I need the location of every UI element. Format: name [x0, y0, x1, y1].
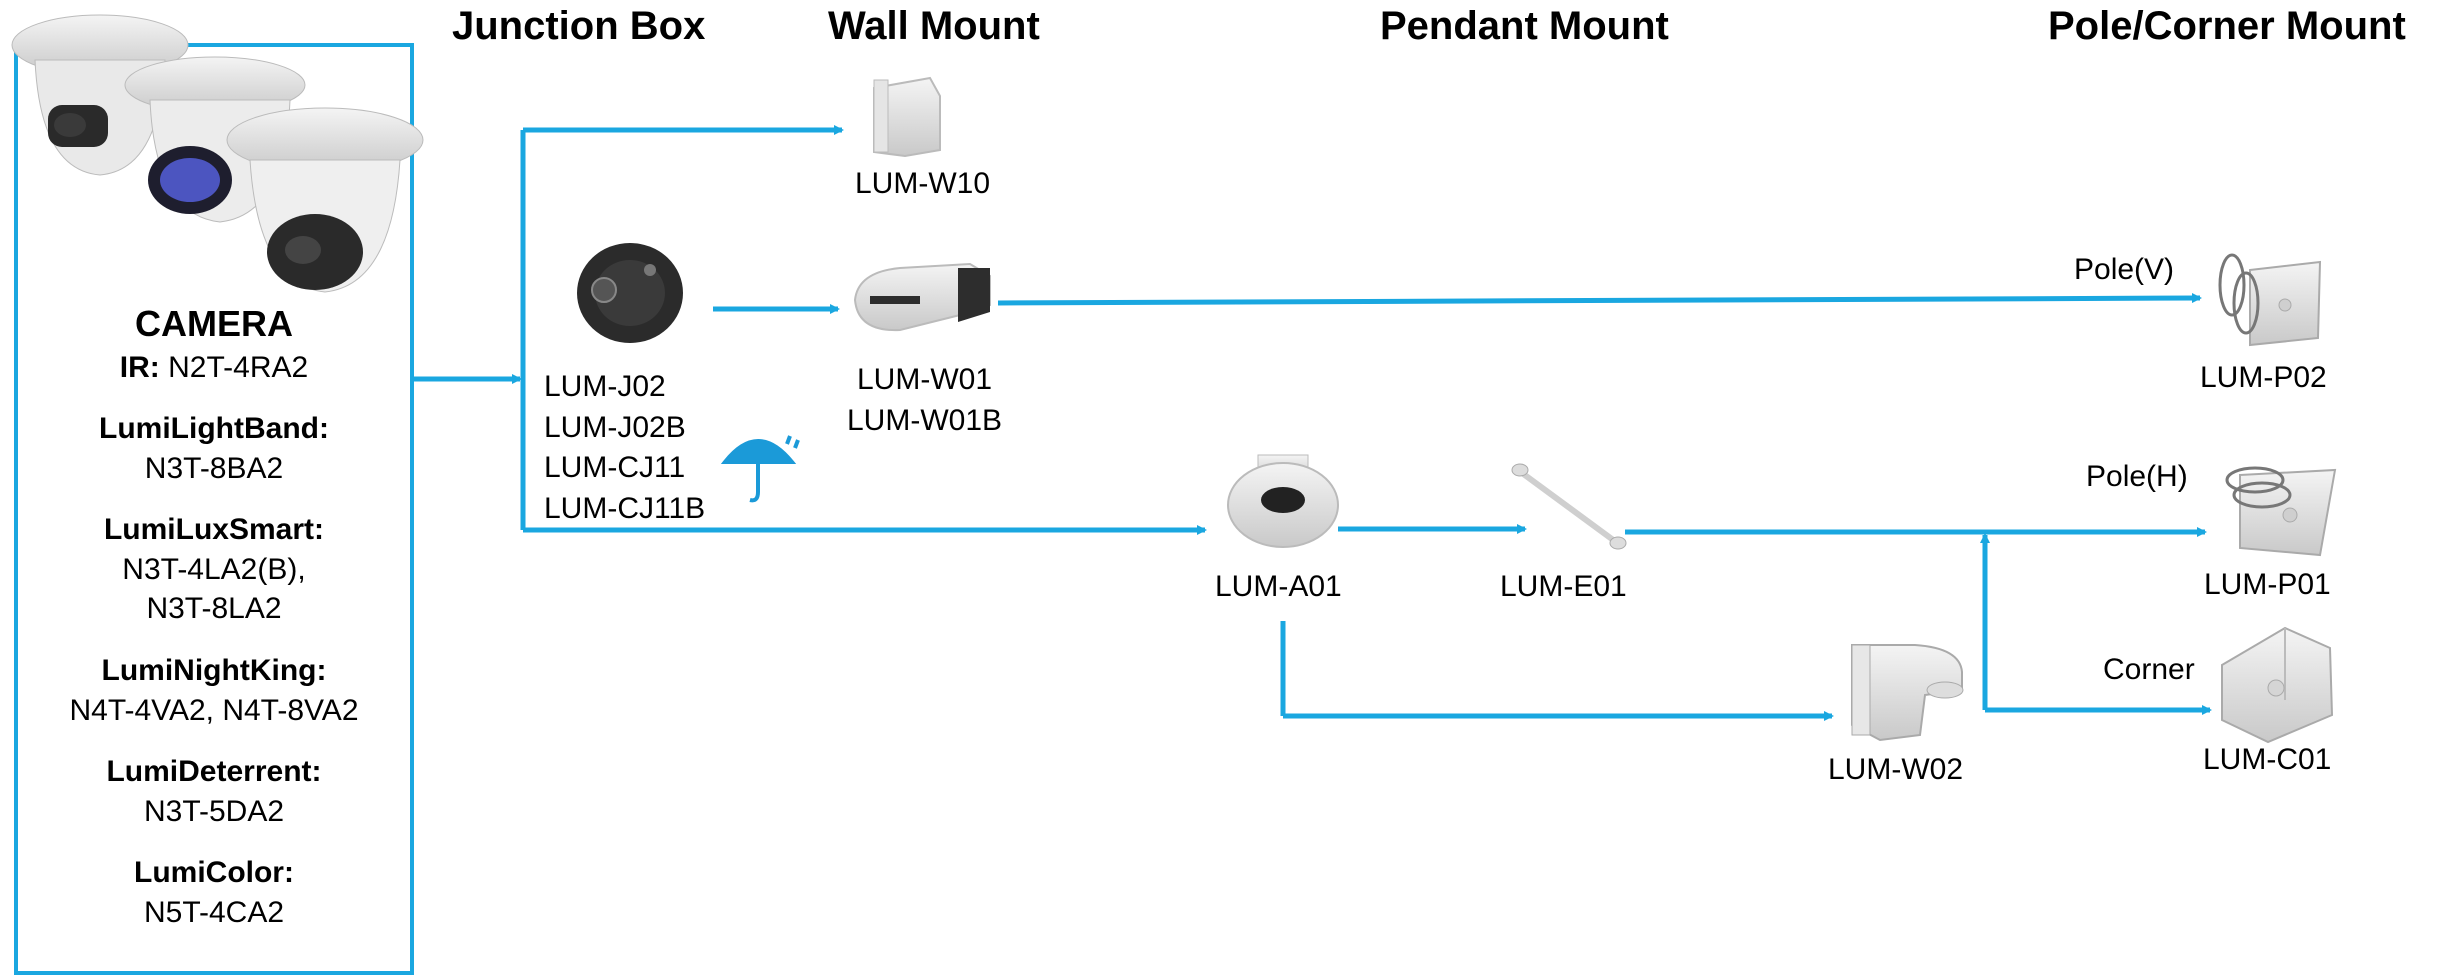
e01-image: [1511, 463, 1627, 550]
group-name: LumiColor:: [134, 856, 294, 890]
group-models: N4T-4VA2, N4T-8VA2: [69, 693, 359, 727]
umbrella-rain-icon: [720, 435, 800, 503]
p02-image: [2218, 253, 2322, 347]
junction-model-list: LUM-J02 LUM-J02B LUM-CJ11 LUM-CJ11B: [544, 367, 705, 529]
connector-lines: [414, 125, 2212, 721]
camera-ir-line: IR: N2T-4RA2: [14, 348, 414, 388]
label-e01: LUM-E01: [1500, 570, 1627, 603]
label-p01: LUM-P01: [2204, 568, 2331, 601]
junction-model: LUM-J02B: [544, 410, 686, 444]
label-w02: LUM-W02: [1828, 753, 1964, 786]
label-pole-h: Pole(H): [2086, 460, 2188, 493]
c01-image: [2221, 626, 2334, 744]
group-models: N3T-5DA2: [143, 794, 285, 828]
camera-group-lightband: LumiLightBand: N3T-8BA2: [14, 409, 414, 488]
header-junction-box: Junction Box: [452, 4, 706, 48]
w01-image: [853, 262, 991, 332]
label-w01-group: LUM-W01 LUM-W01B: [847, 360, 1002, 441]
camera-group-deterrent: LumiDeterrent: N3T-5DA2: [14, 752, 414, 831]
label-c01: LUM-C01: [2203, 743, 2332, 776]
group-models: N3T-8LA2: [146, 592, 282, 626]
label-a01: LUM-A01: [1215, 570, 1342, 603]
header-pole-corner-mount: Pole/Corner Mount: [2048, 4, 2406, 48]
group-name: LumiDeterrent:: [106, 755, 322, 789]
camera-images: [11, 14, 424, 293]
w02-image: [1851, 644, 1964, 742]
junction-box-image: [577, 243, 683, 343]
header-wall-mount: Wall Mount: [828, 4, 1040, 48]
group-name: LumiLightBand:: [99, 412, 329, 446]
header-pendant-mount: Pendant Mount: [1380, 4, 1669, 48]
camera-title: CAMERA: [135, 303, 293, 344]
label-p02: LUM-P02: [2200, 361, 2327, 394]
dome-camera-3: [226, 107, 424, 293]
camera-info: CAMERA IR: N2T-4RA2 LumiLightBand: N3T-8…: [14, 300, 414, 933]
label-pole-v: Pole(V): [2074, 253, 2175, 286]
arrow-w01-to-p02: [997, 293, 2202, 306]
label-w10: LUM-W10: [855, 167, 991, 200]
p01-image: [2225, 466, 2337, 557]
junction-model: LUM-CJ11B: [544, 491, 706, 525]
camera-group-luxsmart: LumiLuxSmart: N3T-4LA2(B), N3T-8LA2: [14, 510, 414, 629]
label-w01b: LUM-W01B: [847, 403, 1003, 437]
camera-ir-label: IR:: [119, 350, 160, 384]
camera-group-nightking: LumiNightKing: N4T-4VA2, N4T-8VA2: [14, 651, 414, 730]
group-name: LumiLuxSmart:: [103, 513, 325, 547]
camera-panel: [14, 43, 414, 975]
group-models: N5T-4CA2: [143, 896, 285, 930]
camera-group-color: LumiColor: N5T-4CA2: [14, 853, 414, 932]
w10-image: [873, 76, 941, 158]
group-name: LumiNightKing:: [101, 654, 327, 688]
label-w01: LUM-W01: [857, 363, 993, 396]
a01-image: [1227, 454, 1339, 548]
junction-model: LUM-J02: [544, 370, 666, 403]
junction-model: LUM-CJ11: [544, 451, 686, 484]
camera-ir-model: N2T-4RA2: [168, 350, 309, 384]
group-models: N3T-8BA2: [144, 451, 284, 485]
group-models: N3T-4LA2(B),: [122, 552, 306, 586]
label-corner: Corner: [2103, 653, 2195, 686]
